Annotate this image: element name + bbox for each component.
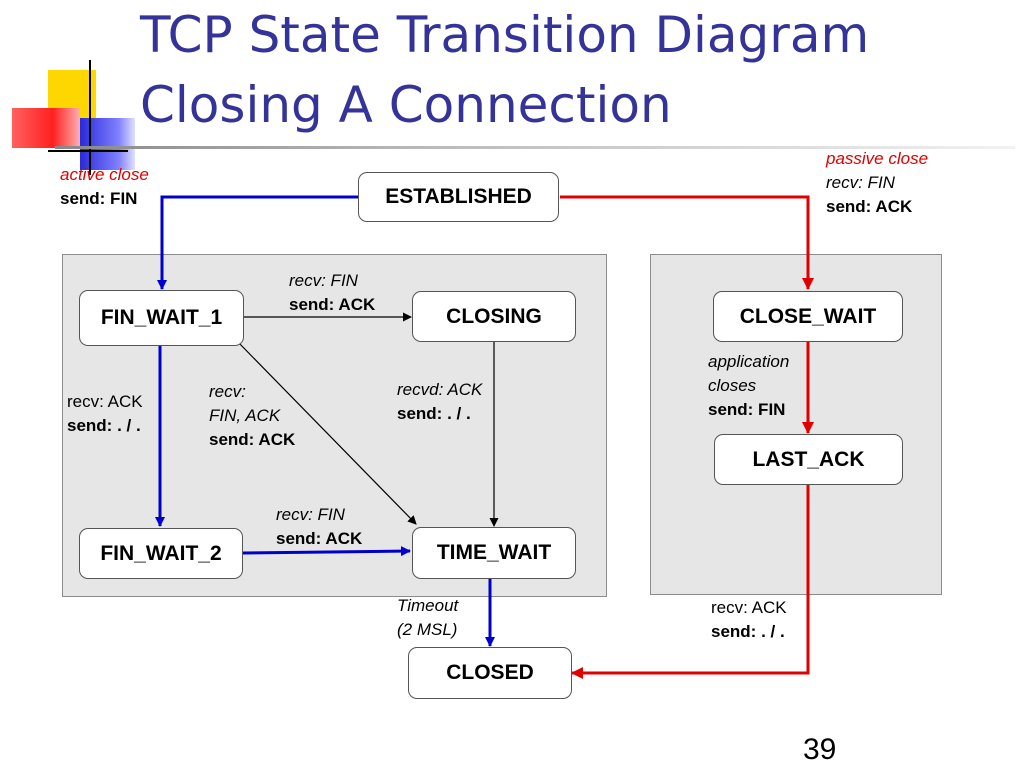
- label-closing-to-timewait: recvd: ACK send: . / .: [397, 378, 482, 426]
- label-timewait-to-closed: Timeout (2 MSL): [397, 594, 458, 642]
- label-passive-close: passive close recv: FIN send: ACK: [826, 147, 928, 219]
- label-timewait-to-closed-line1: Timeout: [397, 596, 459, 615]
- label-lastack-to-closed-line2: send: . / .: [711, 622, 785, 641]
- label-finwait2-to-timewait-line1: recv: FIN: [276, 505, 345, 524]
- label-active-close-line2: send: FIN: [60, 189, 138, 208]
- state-fin-wait-2: FIN_WAIT_2: [79, 528, 243, 579]
- title-line-1: TCP State Transition Diagram: [140, 6, 870, 64]
- label-finwait1-to-timewait: recv: FIN, ACK send: ACK: [209, 380, 295, 452]
- label-finwait1-to-closing-line2: send: ACK: [289, 295, 376, 314]
- state-time-wait: TIME_WAIT: [412, 527, 576, 579]
- state-last-ack: LAST_ACK: [714, 434, 903, 485]
- arrow-established-to-closewait: [560, 195, 814, 290]
- title-line-2: Closing A Connection: [140, 76, 672, 134]
- arrow-lastack-to-closed: [571, 485, 810, 679]
- label-closing-to-timewait-line1: recvd: ACK: [397, 380, 483, 399]
- arrow-finwait1-to-timewait: [235, 339, 417, 525]
- slide-title: TCP State Transition Diagram Closing A C…: [140, 0, 869, 140]
- label-finwait2-to-timewait: recv: FIN send: ACK: [276, 503, 362, 551]
- state-established: ESTABLISHED: [358, 172, 559, 222]
- title-divider: [55, 146, 1015, 149]
- label-timewait-to-closed-line2: (2 MSL): [397, 620, 458, 639]
- label-finwait1-to-timewait-line1: recv:: [209, 382, 246, 401]
- state-close-wait: CLOSE_WAIT: [713, 291, 903, 342]
- arrow-finwait2-to-timewait: [242, 546, 411, 557]
- label-finwait1-to-finwait2: recv: ACK send: . / .: [67, 390, 143, 438]
- logo-vertical-line: [89, 60, 91, 175]
- label-finwait1-to-timewait-line3: send: ACK: [209, 430, 296, 449]
- label-finwait2-to-timewait-line2: send: ACK: [276, 529, 363, 548]
- arrow-established-to-finwait1: [157, 195, 358, 290]
- state-closed: CLOSED: [408, 647, 572, 699]
- label-passive-close-line2: recv: FIN: [826, 173, 895, 192]
- state-fin-wait-1: FIN_WAIT_1: [79, 290, 244, 346]
- label-closewait-to-lastack-line2: closes: [708, 376, 757, 395]
- label-finwait1-to-finwait2-line1: recv: ACK: [67, 392, 143, 411]
- label-active-close: active close send: FIN: [60, 163, 149, 211]
- logo-horizontal-line: [48, 150, 128, 152]
- logo-red-square: [12, 108, 80, 148]
- label-finwait1-to-timewait-line2: FIN, ACK: [209, 406, 281, 425]
- label-lastack-to-closed-line1: recv: ACK: [711, 598, 787, 617]
- label-closing-to-timewait-line2: send: . / .: [397, 404, 471, 423]
- label-finwait1-to-closing: recv: FIN send: ACK: [289, 269, 375, 317]
- state-closing: CLOSING: [412, 291, 576, 342]
- page-number: 39: [803, 733, 837, 766]
- label-closewait-to-lastack: application closes send: FIN: [708, 350, 789, 422]
- label-passive-close-line3: send: ACK: [826, 197, 913, 216]
- label-passive-close-line1: passive close: [826, 149, 929, 168]
- label-finwait1-to-closing-line1: recv: FIN: [289, 271, 358, 290]
- label-finwait1-to-finwait2-line2: send: . / .: [67, 416, 141, 435]
- label-active-close-line1: active close: [60, 165, 149, 184]
- label-closewait-to-lastack-line1: application: [708, 352, 790, 371]
- label-closewait-to-lastack-line3: send: FIN: [708, 400, 786, 419]
- label-lastack-to-closed: recv: ACK send: . / .: [711, 596, 787, 644]
